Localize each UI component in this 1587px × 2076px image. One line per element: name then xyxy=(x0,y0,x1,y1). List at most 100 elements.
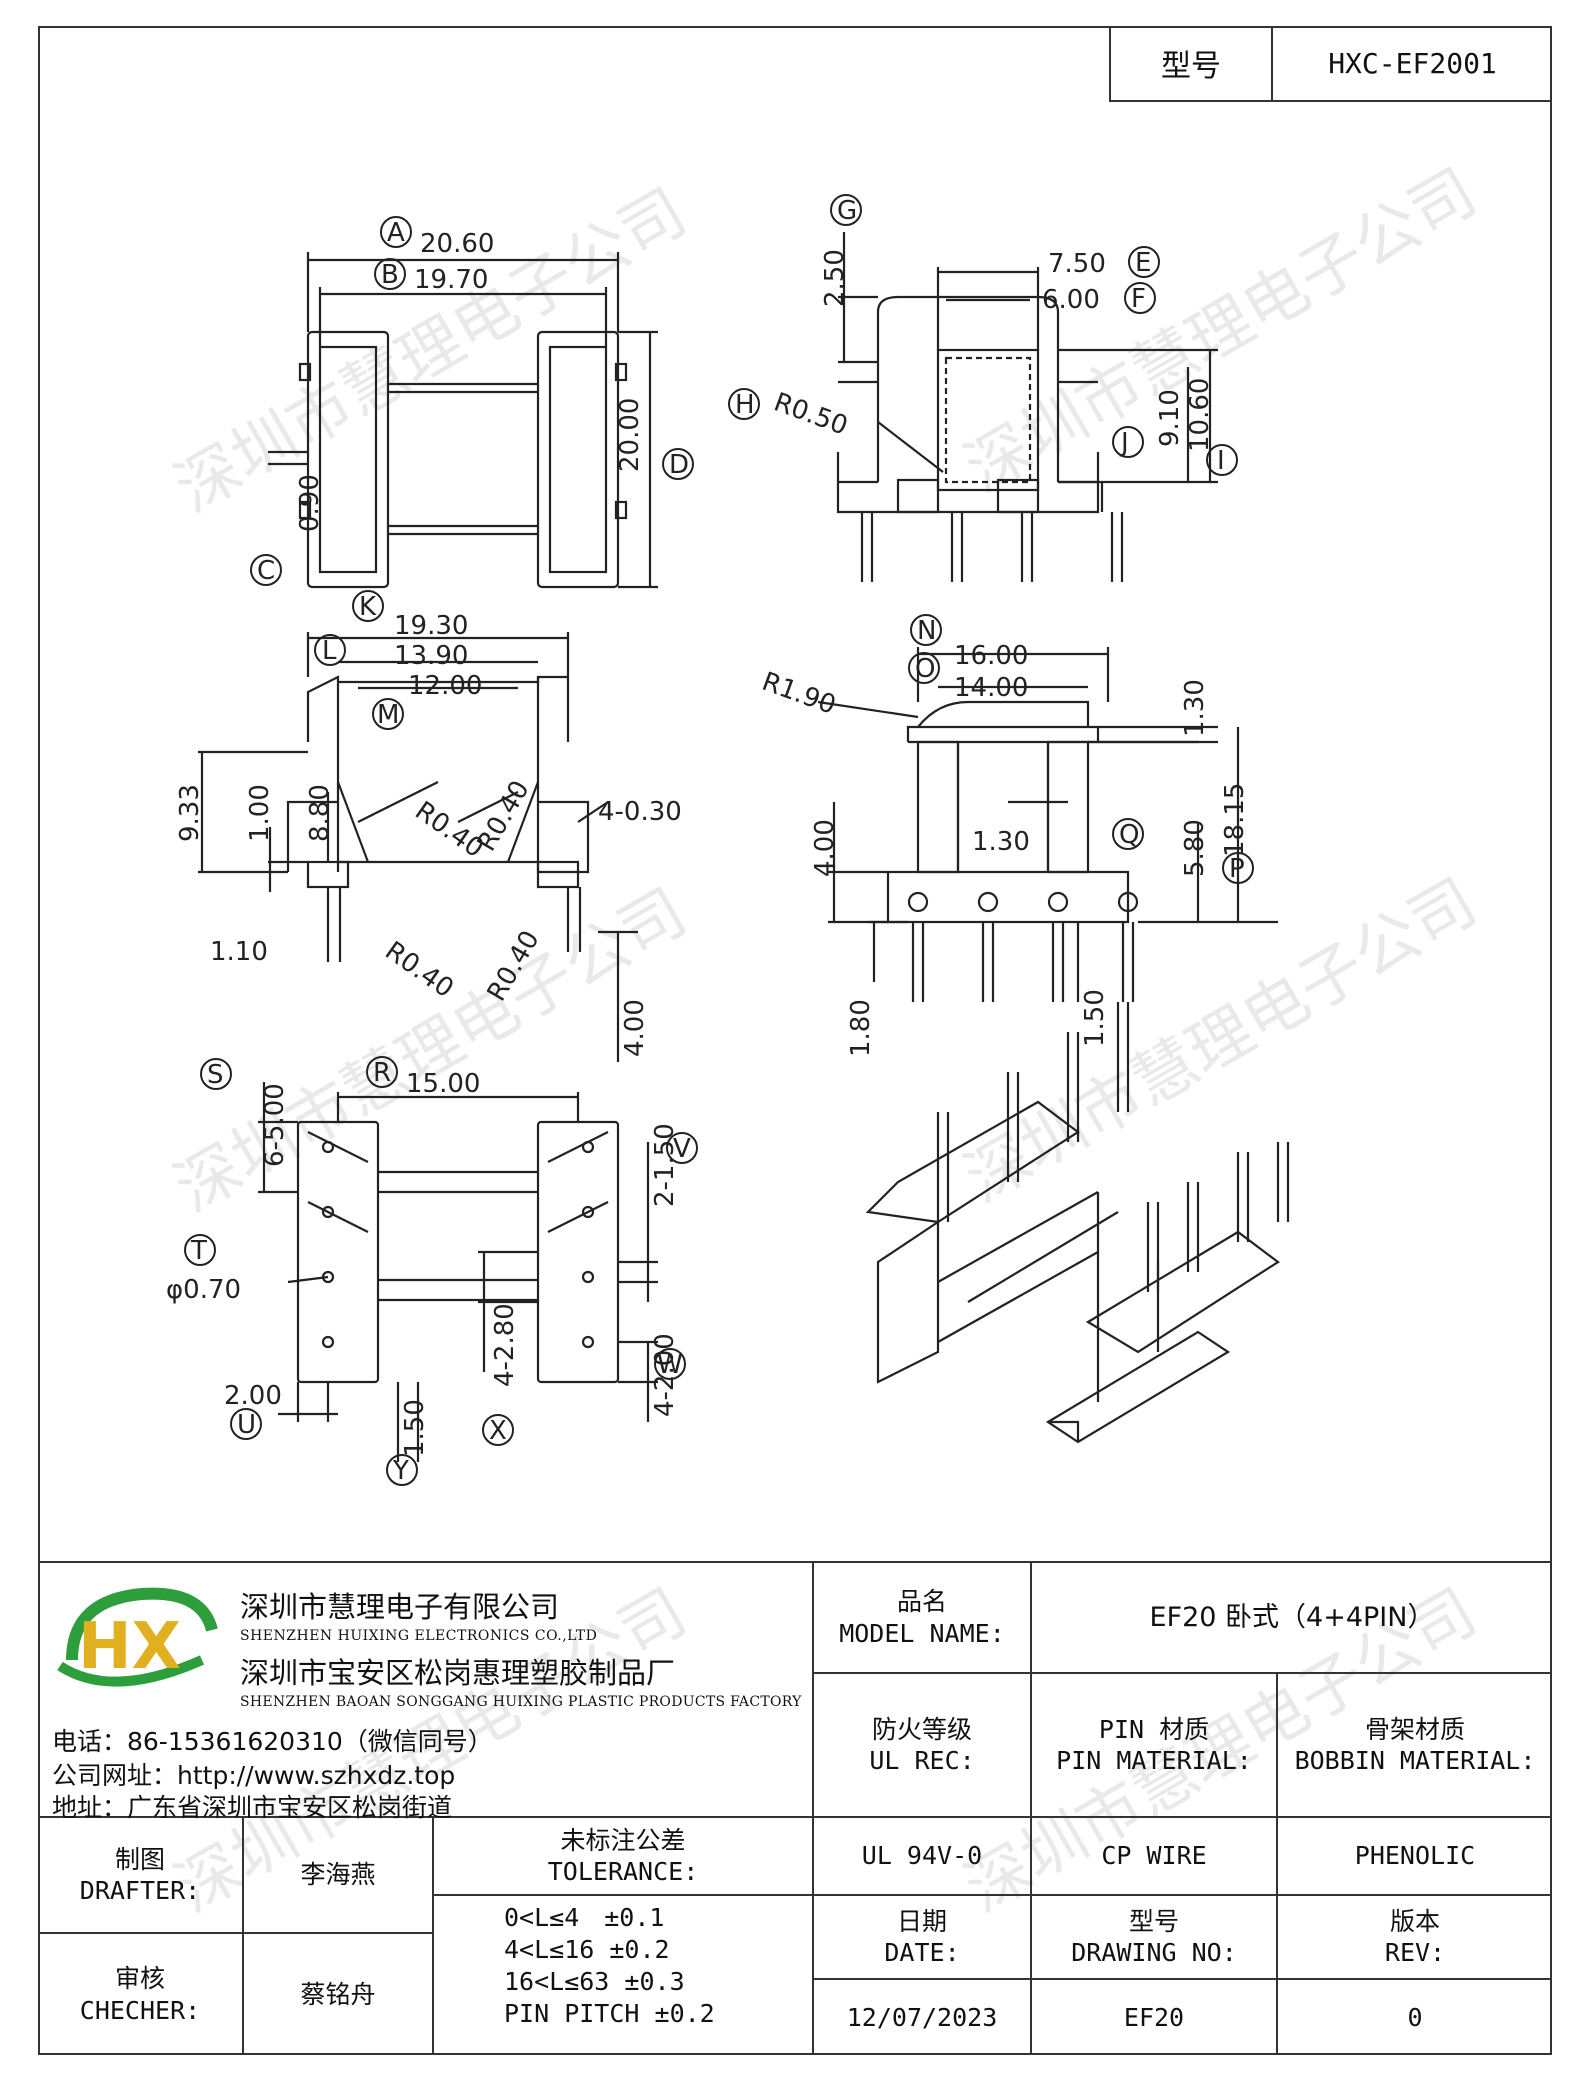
dim-A: 20.60 xyxy=(420,229,494,259)
ref-U: U xyxy=(237,1410,256,1440)
dim-T: φ0.70 xyxy=(166,1275,241,1305)
model-name-en: MODEL NAME: xyxy=(839,1618,1005,1648)
view-top xyxy=(268,252,658,589)
dim-400-a: 4.00 xyxy=(620,999,650,1057)
dim-E: 7.50 xyxy=(1048,249,1106,279)
dim-O: 14.00 xyxy=(954,673,1028,703)
ref-T: T xyxy=(190,1236,207,1266)
checker-cn: 审核 xyxy=(114,1964,165,1994)
company-address: 地址：广东省深圳市宝安区松岗街道 xyxy=(52,1793,453,1822)
ref-H: H xyxy=(735,390,755,420)
ref-E: E xyxy=(1135,248,1151,278)
dim-K: 19.30 xyxy=(394,611,468,641)
dim-U: 2.00 xyxy=(224,1381,282,1411)
view-front xyxy=(198,632,638,1062)
ref-I: I xyxy=(1217,446,1225,476)
dim-110: 1.10 xyxy=(210,937,268,967)
ref-R: R xyxy=(373,1058,391,1088)
model-name-value: EF20 卧式（4+4PIN） xyxy=(1149,1601,1435,1633)
bobbin-material-en: BOBBIN MATERIAL: xyxy=(1294,1746,1536,1775)
drafter-cn: 制图 xyxy=(114,1844,165,1874)
tolerance-line: 16<L≤63 ±0.3 xyxy=(504,1967,685,1996)
company-phone: 电话：86-15361620310（微信同号） xyxy=(52,1727,493,1756)
dim-N: 16.00 xyxy=(954,641,1028,671)
ref-P: P xyxy=(1229,854,1245,884)
bobbin-material-label: 骨架材质 BOBBIN MATERIAL: xyxy=(1278,1674,1552,1816)
date-value: 12/07/2023 xyxy=(846,2002,998,2032)
ref-X: X xyxy=(489,1416,507,1446)
dim-M: 12.00 xyxy=(408,671,482,701)
ref-F: F xyxy=(1131,284,1146,314)
ref-circles xyxy=(184,194,1254,1486)
dim-G: 2.50 xyxy=(820,249,850,307)
header-model-value: HXC-EF2001 xyxy=(1328,46,1497,80)
tolerance-line: 4<L≤16 ±0.2 xyxy=(504,1935,670,1964)
drafter-value: 李海燕 xyxy=(300,1860,376,1890)
tolerance-cn: 未标注公差 xyxy=(560,1825,686,1855)
dim-F: 6.00 xyxy=(1042,285,1100,315)
view-isometric xyxy=(865,1002,1290,1444)
rev-en: REV: xyxy=(1384,1938,1446,1967)
dim-X: 4-2.80 xyxy=(490,1303,520,1387)
company-name-cn-1: 深圳市慧理电子有限公司 xyxy=(240,1590,560,1624)
bobbin-material-cn: 骨架材质 xyxy=(1364,1714,1465,1744)
ref-D: D xyxy=(669,450,689,480)
dim-D: 20.00 xyxy=(615,398,645,472)
dim-S: 6-5.00 xyxy=(260,1083,290,1167)
ref-J: J xyxy=(1119,428,1129,458)
tolerance-table: 0<L≤4 ±0.1 4<L≤16 ±0.2 16<L≤63 ±0.3 PIN … xyxy=(504,1902,715,2030)
ref-O: O xyxy=(915,654,935,684)
date-cn: 日期 xyxy=(896,1906,947,1936)
dim-C: 0.90 xyxy=(295,474,325,532)
drawing-frame xyxy=(38,26,1552,2055)
ref-L: L xyxy=(322,636,337,666)
company-logo: HX xyxy=(57,1587,218,1687)
dim-B: 19.70 xyxy=(414,265,488,295)
dim-130-a: 1.30 xyxy=(1180,679,1210,737)
tolerance-line: PIN PITCH ±0.2 xyxy=(504,1999,715,2028)
rev-cn: 版本 xyxy=(1389,1906,1440,1936)
ref-W: W xyxy=(657,1350,683,1380)
dim-880: 8.80 xyxy=(305,784,335,842)
technical-drawing: A B C D E F G H I J K L M N O P Q R S T … xyxy=(166,194,1290,1486)
drawing-no-cn: 型号 xyxy=(1128,1906,1179,1936)
view-end xyxy=(817,647,1278,1002)
dim-R: 15.00 xyxy=(406,1069,480,1099)
company-website: 公司网址：http://www.szhxdz.top xyxy=(52,1761,456,1790)
view-side xyxy=(836,232,1218,582)
ref-N: N xyxy=(917,616,936,646)
ref-K: K xyxy=(359,592,377,622)
drafter-label: 制图 DRAFTER: xyxy=(38,1818,242,1932)
ref-V: V xyxy=(673,1134,691,1164)
date-en: DATE: xyxy=(884,1938,960,1967)
header-model-label: 型号 xyxy=(1111,26,1273,100)
checker-en: CHECHER: xyxy=(79,1995,201,2025)
ref-A: A xyxy=(387,218,405,248)
dim-r040-d: R0.40 xyxy=(482,926,546,1007)
header-model-box: 型号 HXC-EF2001 xyxy=(1109,26,1552,102)
company-name-en-2: SHENZHEN BAOAN SONGGANG HUIXING PLASTIC … xyxy=(240,1694,802,1710)
pin-material-label: PIN 材质 PIN MATERIAL: xyxy=(1032,1674,1276,1816)
drawing-no-en: DRAWING NO: xyxy=(1071,1938,1237,1967)
dim-r040-a: R0.40 xyxy=(409,796,488,864)
drawing-no-label: 型号 DRAWING NO: xyxy=(1032,1896,1276,1978)
logo-text: HX xyxy=(78,1610,181,1684)
company-name-en-1: SHENZHEN HUIXING ELECTRONICS CO.,LTD xyxy=(240,1628,598,1644)
rev-label: 版本 REV: xyxy=(1278,1896,1552,1978)
ref-B: B xyxy=(381,260,399,290)
dim-H: R0.50 xyxy=(770,387,852,441)
dim-180: 1.80 xyxy=(846,999,876,1057)
dim-W: 4-2.00 xyxy=(650,1333,680,1417)
dim-V: 2-1.50 xyxy=(650,1123,680,1207)
ref-C: C xyxy=(257,556,275,586)
ref-Q: Q xyxy=(1119,820,1139,850)
dim-Y: 1.50 xyxy=(400,1399,430,1457)
drafter-en: DRAFTER: xyxy=(79,1876,201,1905)
dim-I: 10.60 xyxy=(1185,378,1215,452)
dim-r190: R1.90 xyxy=(758,667,840,721)
date-label: 日期 DATE: xyxy=(814,1896,1030,1978)
checker-value: 蔡铭舟 xyxy=(300,1979,376,2009)
company-name-cn-2: 深圳市宝安区松岗惠理塑胶制品厂 xyxy=(240,1656,676,1690)
dim-130-b: 1.30 xyxy=(972,827,1030,857)
rev-value: 0 xyxy=(1407,2002,1423,2032)
